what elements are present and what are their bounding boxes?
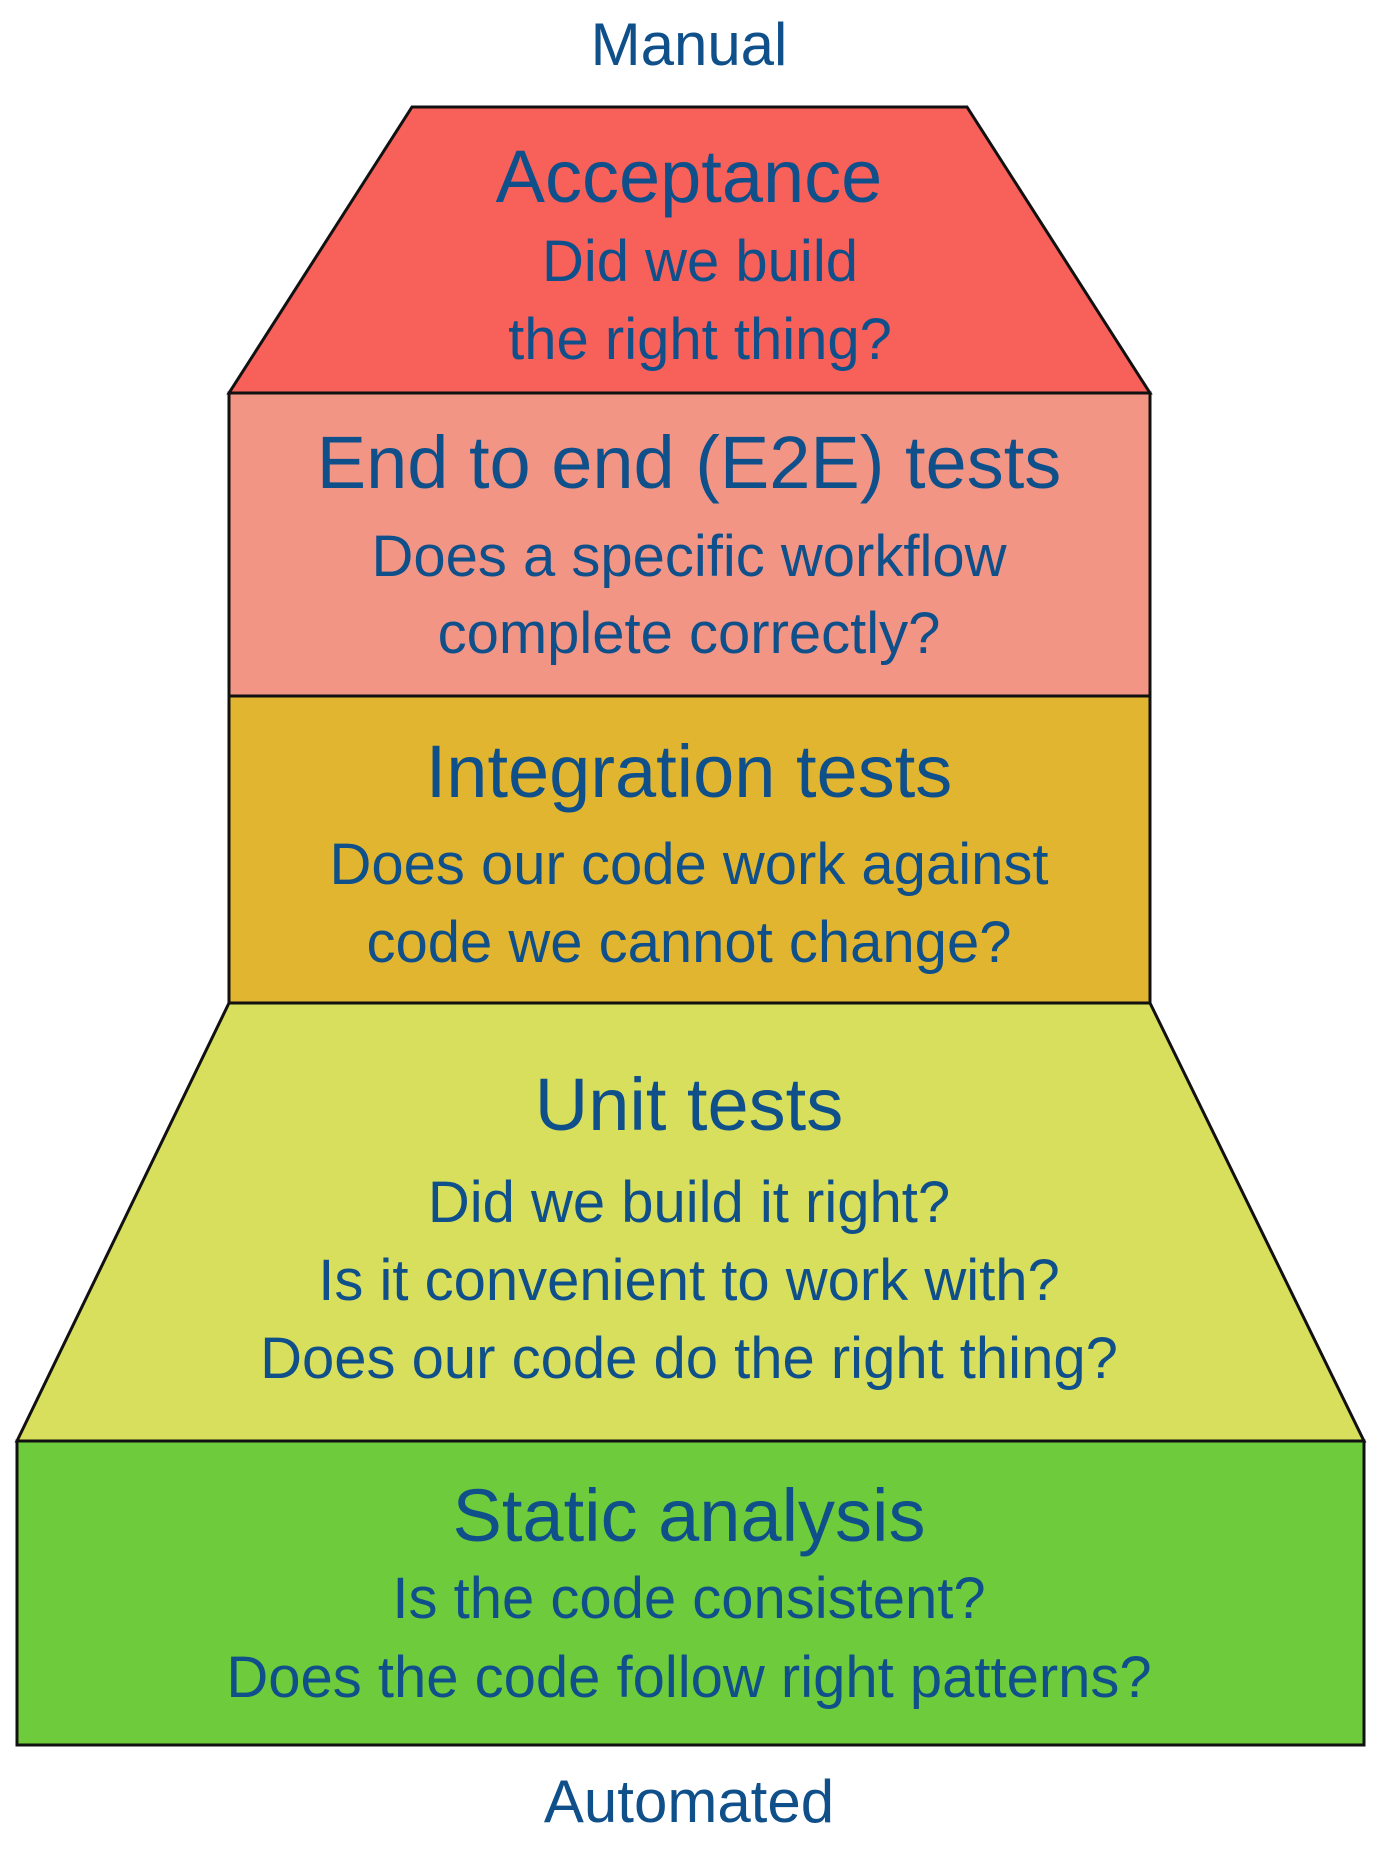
layer-unit: Unit tests Did we build it right? Is it …	[14, 1001, 1367, 1443]
automated-label: Automated	[544, 1768, 834, 1835]
acceptance-line-2: the right thing?	[508, 307, 892, 372]
acceptance-line-1: Did we build	[542, 229, 858, 294]
e2e-title: End to end (E2E) tests	[317, 421, 1062, 504]
integration-line-2: code we cannot change?	[367, 910, 1012, 975]
static-title: Static analysis	[453, 1474, 926, 1557]
e2e-shape	[227, 391, 1152, 698]
acceptance-title: Acceptance	[496, 135, 883, 218]
layer-integration: Integration tests Does our code work aga…	[227, 694, 1152, 1005]
layer-acceptance: Acceptance Did we build the right thing?	[226, 105, 1153, 395]
manual-label: Manual	[591, 11, 788, 78]
layer-static: Static analysis Is the code consistent? …	[15, 1439, 1366, 1747]
static-line-2: Does the code follow right patterns?	[226, 1645, 1151, 1710]
layer-e2e: End to end (E2E) tests Does a specific w…	[227, 391, 1152, 698]
static-shape	[15, 1439, 1366, 1747]
integration-title: Integration tests	[426, 730, 953, 813]
static-line-1: Is the code consistent?	[392, 1566, 985, 1631]
unit-line-1: Did we build it right?	[428, 1170, 950, 1235]
unit-line-2: Is it convenient to work with?	[318, 1248, 1059, 1313]
e2e-line-1: Does a specific workflow	[372, 524, 1008, 589]
unit-title: Unit tests	[535, 1063, 843, 1146]
e2e-line-2: complete correctly?	[438, 601, 941, 666]
unit-line-3: Does our code do the right thing?	[260, 1326, 1118, 1391]
integration-line-1: Does our code work against	[330, 832, 1049, 897]
